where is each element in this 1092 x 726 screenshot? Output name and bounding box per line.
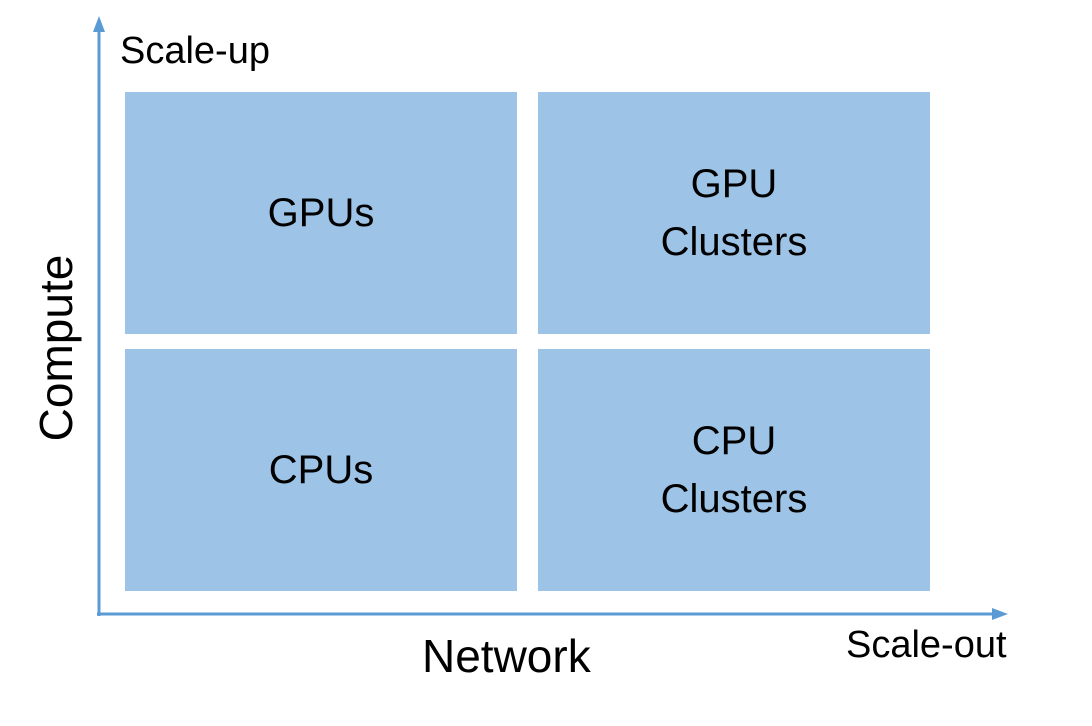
quadrant-cpu-clusters: CPU Clusters bbox=[538, 349, 930, 591]
quadrant-gpus: GPUs bbox=[125, 92, 517, 334]
x-axis-title: Network bbox=[422, 630, 591, 682]
y-axis-arrowhead bbox=[93, 16, 105, 32]
x-axis-end-label: Scale-out bbox=[846, 624, 1007, 666]
quadrant-gpu-clusters: GPU Clusters bbox=[538, 92, 930, 334]
quadrant-label-cpus: CPUs bbox=[268, 448, 374, 492]
quadrant-label-gpus: GPUs bbox=[267, 191, 375, 235]
x-axis-arrowhead bbox=[992, 608, 1008, 620]
quadrant-label-gpu-clusters: GPU Clusters bbox=[660, 162, 808, 264]
quadrant-cpus: CPUs bbox=[125, 349, 517, 591]
quadrant-label-cpu-clusters: CPU Clusters bbox=[660, 419, 808, 521]
y-axis-title: Compute bbox=[30, 254, 82, 442]
y-axis-end-label: Scale-up bbox=[120, 30, 270, 72]
